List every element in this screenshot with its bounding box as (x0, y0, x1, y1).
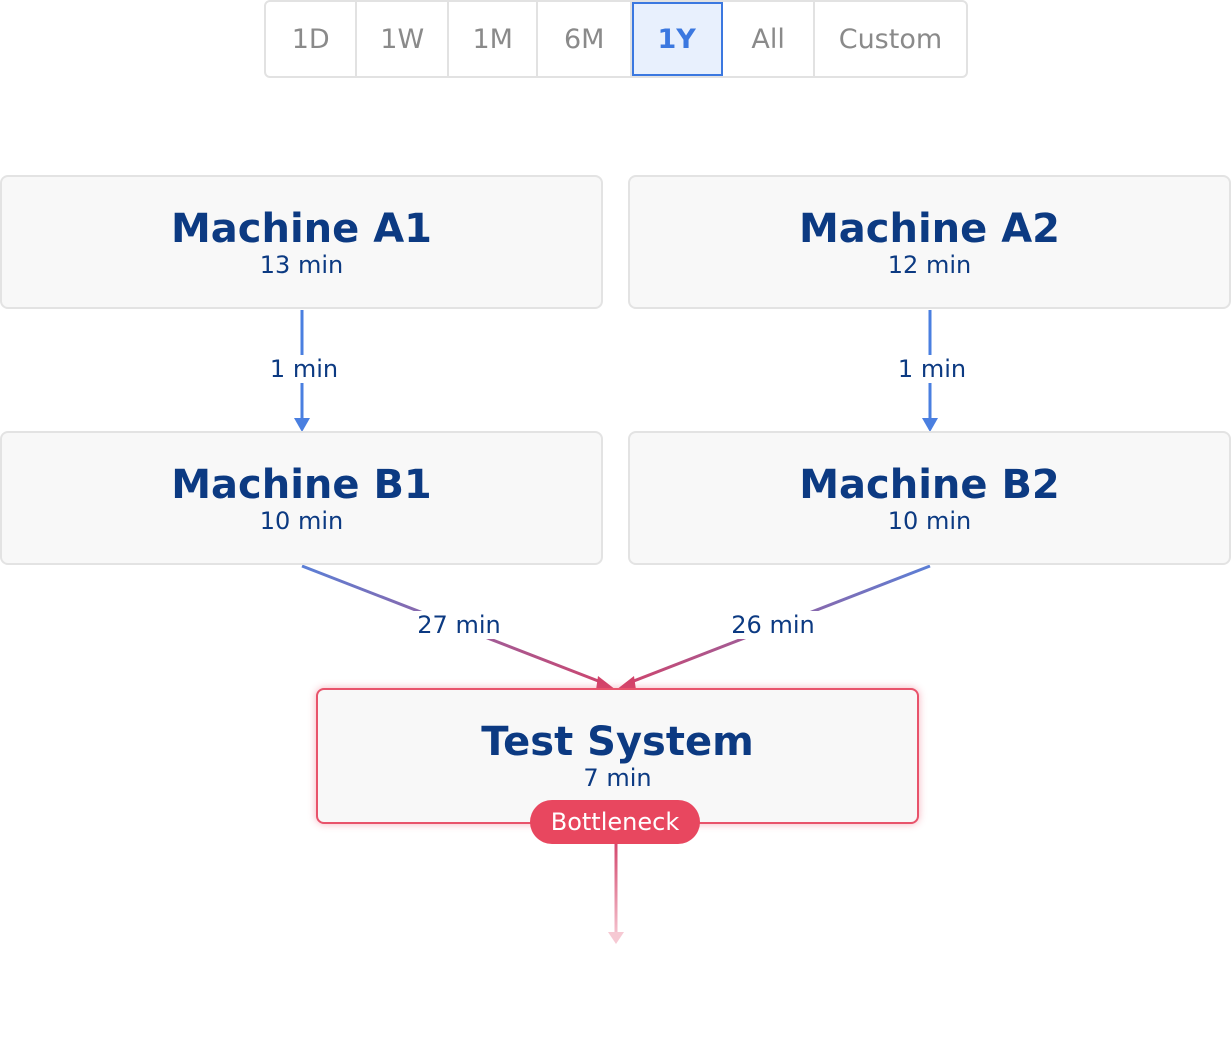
edge-label-b1-test: 27 min (411, 611, 507, 639)
node-duration: 7 min (583, 764, 652, 792)
edge-label-a2-b2: 1 min (891, 355, 973, 383)
range-option-1w[interactable]: 1W (357, 2, 449, 76)
edge-label-b2-test: 26 min (725, 611, 821, 639)
node-name: Machine A1 (170, 206, 432, 252)
range-option-custom[interactable]: Custom (838, 23, 943, 55)
range-option-1m[interactable]: 1M (449, 2, 539, 76)
node-machine-a2[interactable]: Machine A2 12 min (628, 175, 1231, 309)
node-duration: 10 min (259, 507, 344, 535)
node-machine-b2[interactable]: Machine B2 10 min (628, 431, 1231, 565)
time-range-selector: 1D 1W 1M 6M 1Y All Custom (264, 0, 968, 78)
bottleneck-badge: Bottleneck (530, 800, 700, 844)
edge-test-out (608, 842, 624, 944)
node-machine-a1[interactable]: Machine A1 13 min (0, 175, 603, 309)
node-name: Machine B1 (171, 462, 432, 508)
range-option-1d[interactable]: 1D (266, 2, 358, 76)
range-option-all[interactable]: All (723, 2, 815, 76)
node-name: Machine B2 (799, 462, 1060, 508)
node-duration: 12 min (887, 251, 972, 279)
node-duration: 10 min (887, 507, 972, 535)
node-duration: 13 min (259, 251, 344, 279)
range-option-6m[interactable]: 6M (538, 2, 632, 76)
range-option-1y[interactable]: 1Y (631, 2, 724, 76)
edge-label-a1-b1: 1 min (263, 355, 345, 383)
node-name: Machine A2 (798, 206, 1060, 252)
node-machine-b1[interactable]: Machine B1 10 min (0, 431, 603, 565)
node-name: Test System (481, 719, 754, 765)
